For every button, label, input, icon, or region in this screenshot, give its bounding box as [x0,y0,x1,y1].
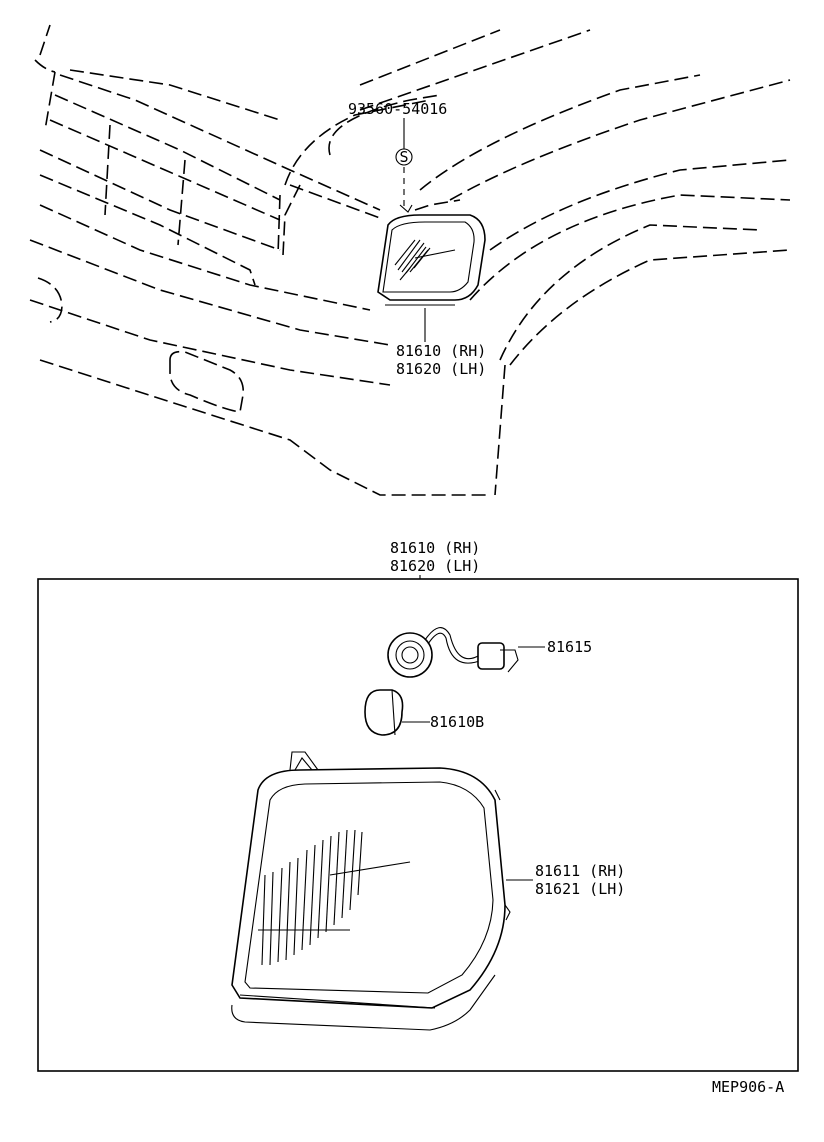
clip-part-number: 93560-54016 [348,100,447,118]
bulb [364,689,430,736]
assembly-frame [37,578,799,1072]
lens-lh-label: 81621 (LH) [535,880,625,898]
lamp-lens [231,751,533,1031]
lens-rh-label: 81611 (RH) [535,862,625,880]
socket-and-wire [387,627,545,678]
vehicle-body-outline [29,24,791,496]
socket-label: 81615 [547,638,592,656]
assembly-lh-label: 81620 (LH) [390,557,480,575]
figure-code: MEP906-A [712,1078,784,1096]
clip-symbol: S [399,148,408,166]
top-lamp-rh-label: 81610 (RH) [396,342,486,360]
top-lamp-lh-label: 81620 (LH) [396,360,486,378]
clip-fastener: S [395,118,413,210]
corner-lamp-small [377,204,486,342]
bulb-label: 81610B [430,713,484,731]
assembly-rh-label: 81610 (RH) [390,539,480,557]
